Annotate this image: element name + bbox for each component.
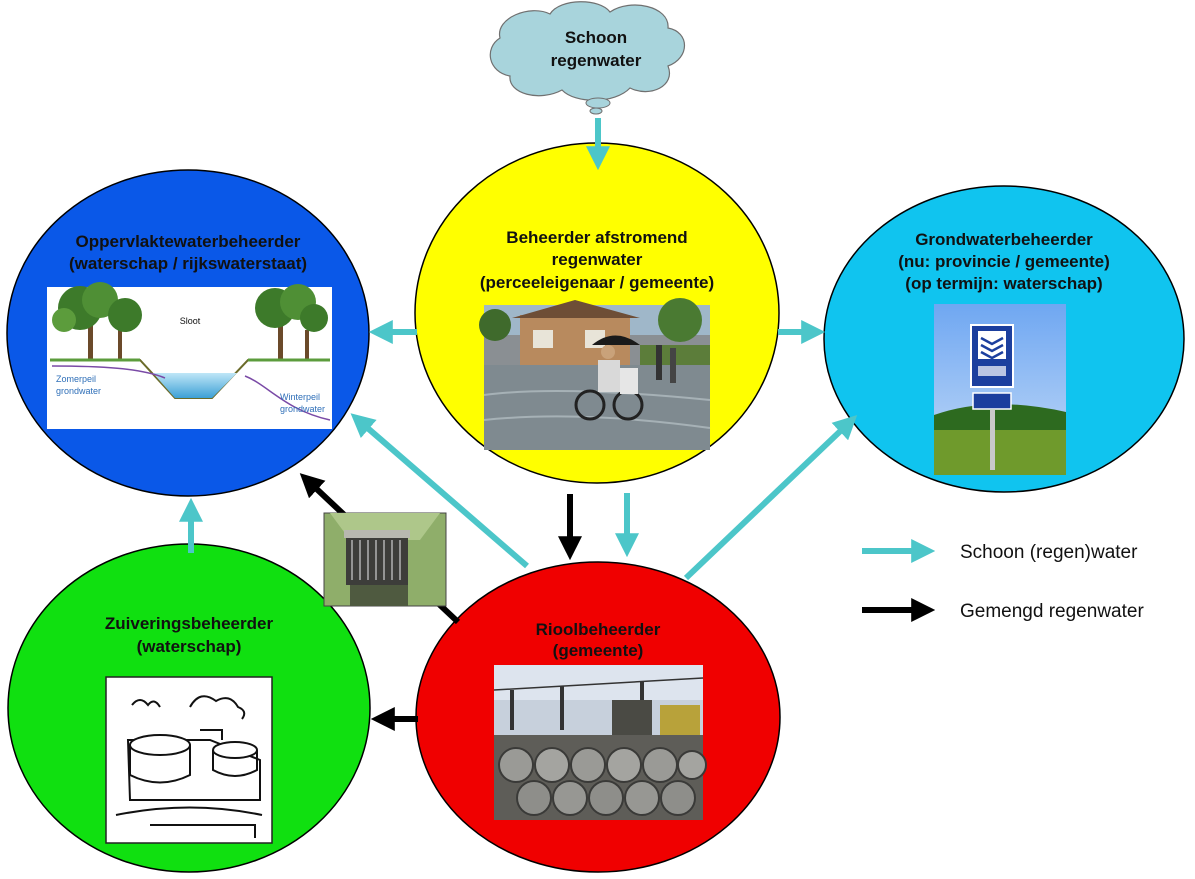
runoff-label-line2: regenwater: [552, 250, 643, 269]
sewer-pipes-photo: [493, 665, 707, 820]
ditch-summer-line2: grondwater: [56, 386, 101, 396]
ditch-cross-section-image: Sloot Zomerpeil grondwater Winterpeil gr…: [47, 282, 332, 429]
treatment-label-line1: Zuiveringsbeheerder: [105, 614, 274, 633]
surface-label-line2: (waterschap / rijkswaterstaat): [69, 254, 307, 273]
sewer-label-line2: (gemeente): [553, 641, 644, 660]
ditch-winter-line1: Winterpeil: [280, 392, 320, 402]
ground-label-line3: (op termijn: waterschap): [905, 274, 1102, 293]
flooded-street-photo: [479, 298, 711, 450]
overflow-culvert-photo: [323, 512, 447, 607]
runoff-label-line1: Beheerder afstromend: [506, 228, 687, 247]
ground-label-line2: (nu: provincie / gemeente): [898, 252, 1110, 271]
legend-clean-label: Schoon (regen)water: [960, 542, 1138, 563]
arrow-sewer-to-surface: [350, 413, 529, 569]
sewer-label-line1: Rioolbeheerder: [536, 620, 661, 639]
ground-label-line1: Grondwaterbeheerder: [915, 230, 1093, 249]
ditch-summer-line1: Zomerpeil: [56, 374, 96, 384]
runoff-label-line3: (perceeleigenaar / gemeente): [480, 273, 714, 292]
clean-rainwater-cloud: Schoon regenwater: [489, 1, 685, 115]
legend-mixed-label: Gemengd regenwater: [960, 601, 1144, 622]
arrow-sewer-to-ground: [683, 415, 858, 581]
cloud-label-line1: Schoon: [565, 28, 627, 47]
ditch-winter-line2: grondwater: [280, 404, 325, 414]
ditch-label: Sloot: [180, 316, 201, 326]
treatment-plant-sketch: [105, 676, 273, 844]
surface-label-line1: Oppervlaktewaterbeheerder: [76, 232, 301, 251]
treatment-label-line2: (waterschap): [137, 637, 242, 656]
groundwater-sign-photo: [934, 304, 1066, 475]
cloud-label-line2: regenwater: [551, 51, 642, 70]
legend: Schoon (regen)water Gemengd regenwater: [862, 539, 1144, 622]
